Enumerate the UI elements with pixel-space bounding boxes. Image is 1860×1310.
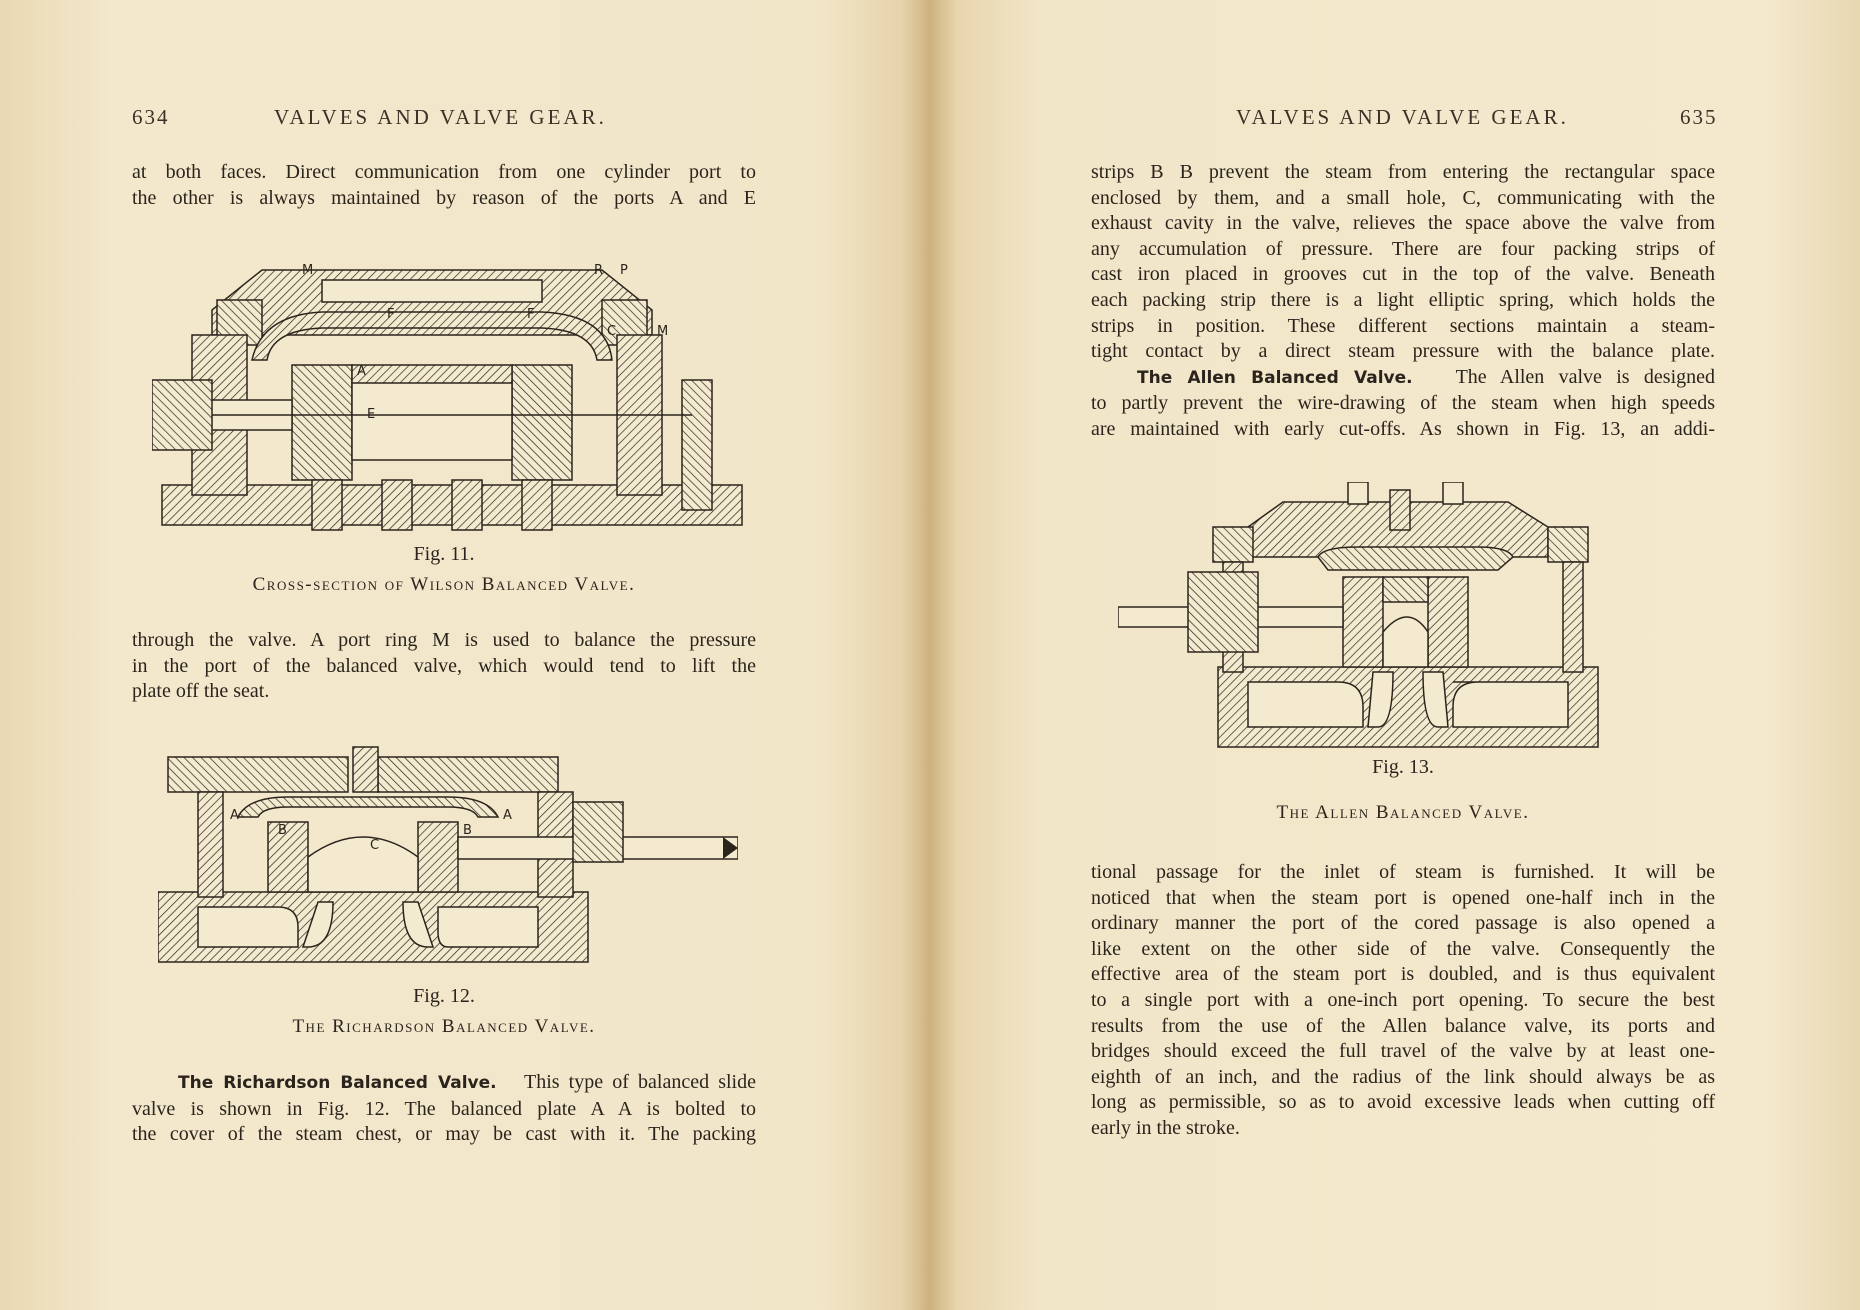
figure-12-drawing: A A B B C (158, 732, 738, 982)
text-line: noticed that when the steam port is open… (1091, 886, 1715, 909)
text-line: results from the use of the Allen balanc… (1091, 1014, 1715, 1037)
figure-13-drawing (1118, 482, 1678, 752)
text-line: plate off the seat. (132, 680, 270, 703)
text-line: exhaust cavity in the valve, relieves th… (1091, 212, 1715, 235)
fig12-label: B (278, 823, 287, 838)
text-line: valve is shown in Fig. 12. The balanced … (132, 1097, 756, 1120)
figure-11-drawing: M R P F F C M A E (152, 240, 752, 540)
text-line: strips B B prevent the steam from enteri… (1091, 161, 1715, 183)
fig11-label: F (527, 307, 534, 322)
figure-number: Fig. 12. (413, 985, 475, 1007)
text-line: to a single port with a one-inch port op… (1091, 988, 1715, 1011)
paragraph: through the valve. A port ring M is used… (132, 628, 756, 705)
text-line: to partly prevent the wire-drawing of th… (1091, 392, 1715, 415)
paragraph: strips B B prevent the steam from enteri… (1091, 160, 1715, 443)
paragraph: at both faces. Direct communication from… (132, 160, 756, 211)
text-line: any accumulation of pressure. There are … (1091, 237, 1715, 260)
text-line: the other is always maintained by reason… (132, 186, 756, 209)
text-line: long as permissible, so as to avoid exce… (1091, 1091, 1715, 1114)
fig11-label: F (387, 307, 394, 322)
running-head: VALVES AND VALVE GEAR. (1236, 105, 1569, 129)
text-line: cast iron placed in grooves cut in the t… (1091, 263, 1715, 286)
paragraph: The Richardson Balanced Valve. This type… (132, 1070, 756, 1148)
fig11-label: P (620, 263, 628, 278)
fig11-label: R (594, 263, 603, 278)
paragraph: tional passage for the inlet of steam is… (1091, 860, 1715, 1142)
text-line: bridges should exceed the full travel of… (1091, 1040, 1715, 1063)
fig11-label: C (607, 324, 616, 339)
page-number: 634 (132, 105, 170, 129)
text-run: This type of balanced slide (523, 1071, 756, 1093)
text-line: effective area of the steam port is doub… (1091, 963, 1715, 986)
figure-number: Fig. 13. (1372, 756, 1434, 778)
fig12-label: A (230, 808, 239, 823)
fig11-label: M (657, 324, 668, 339)
page-number: 635 (1680, 105, 1718, 129)
text-line: each packing strip there is a light elli… (1091, 288, 1715, 311)
running-head: VALVES AND VALVE GEAR. (274, 105, 607, 129)
text-line: eighth of an inch, and the radius of the… (1091, 1065, 1715, 1088)
text-line: early in the stroke. (1091, 1116, 1240, 1139)
fig11-label: M (302, 263, 313, 278)
text-line: tional passage for the inlet of steam is… (1091, 861, 1715, 883)
figure-number: Fig. 11. (413, 543, 475, 565)
section-heading: The Richardson Balanced Valve. (178, 1073, 497, 1093)
section-heading: The Allen Balanced Valve. (1137, 367, 1413, 388)
text-line: the cover of the steam chest, or may be … (132, 1123, 756, 1146)
text-line: at both faces. Direct communication from… (132, 161, 756, 183)
text-line: through the valve. A port ring M is used… (132, 629, 756, 651)
text-line: enclosed by them, and a small hole, C, c… (1091, 186, 1715, 209)
fig11-label: E (367, 407, 375, 422)
text-run: The Allen valve is designed (1455, 365, 1716, 388)
figure-caption: The Richardson Balanced Valve. (292, 1016, 596, 1037)
text-line: in the port of the balanced valve, which… (132, 654, 756, 677)
fig12-label: C (370, 838, 379, 853)
figure-caption: Cross-section of Wilson Balanced Valve. (252, 574, 636, 595)
fig12-label: B (463, 823, 472, 838)
fig12-label: A (503, 808, 512, 823)
text-line: strips in position. These different sect… (1091, 314, 1715, 337)
text-line: tight contact by a direct steam pressure… (1091, 340, 1715, 363)
text-line: like extent on the other side of the val… (1091, 937, 1715, 960)
right-page: VALVES AND VALVE GEAR. 635 strips B B pr… (960, 0, 1860, 1310)
figure-caption: The Allen Balanced Valve. (1276, 802, 1530, 823)
text-line: ordinary manner the port of the cored pa… (1091, 912, 1715, 935)
text-line: The Allen Balanced Valve. The Allen valv… (1091, 365, 1715, 392)
left-page: 634 VALVES AND VALVE GEAR. at both faces… (0, 0, 900, 1310)
fig11-label: A (357, 364, 366, 379)
text-line: The Richardson Balanced Valve. This type… (132, 1070, 756, 1097)
text-line: are maintained with early cut-offs. As s… (1091, 417, 1715, 440)
